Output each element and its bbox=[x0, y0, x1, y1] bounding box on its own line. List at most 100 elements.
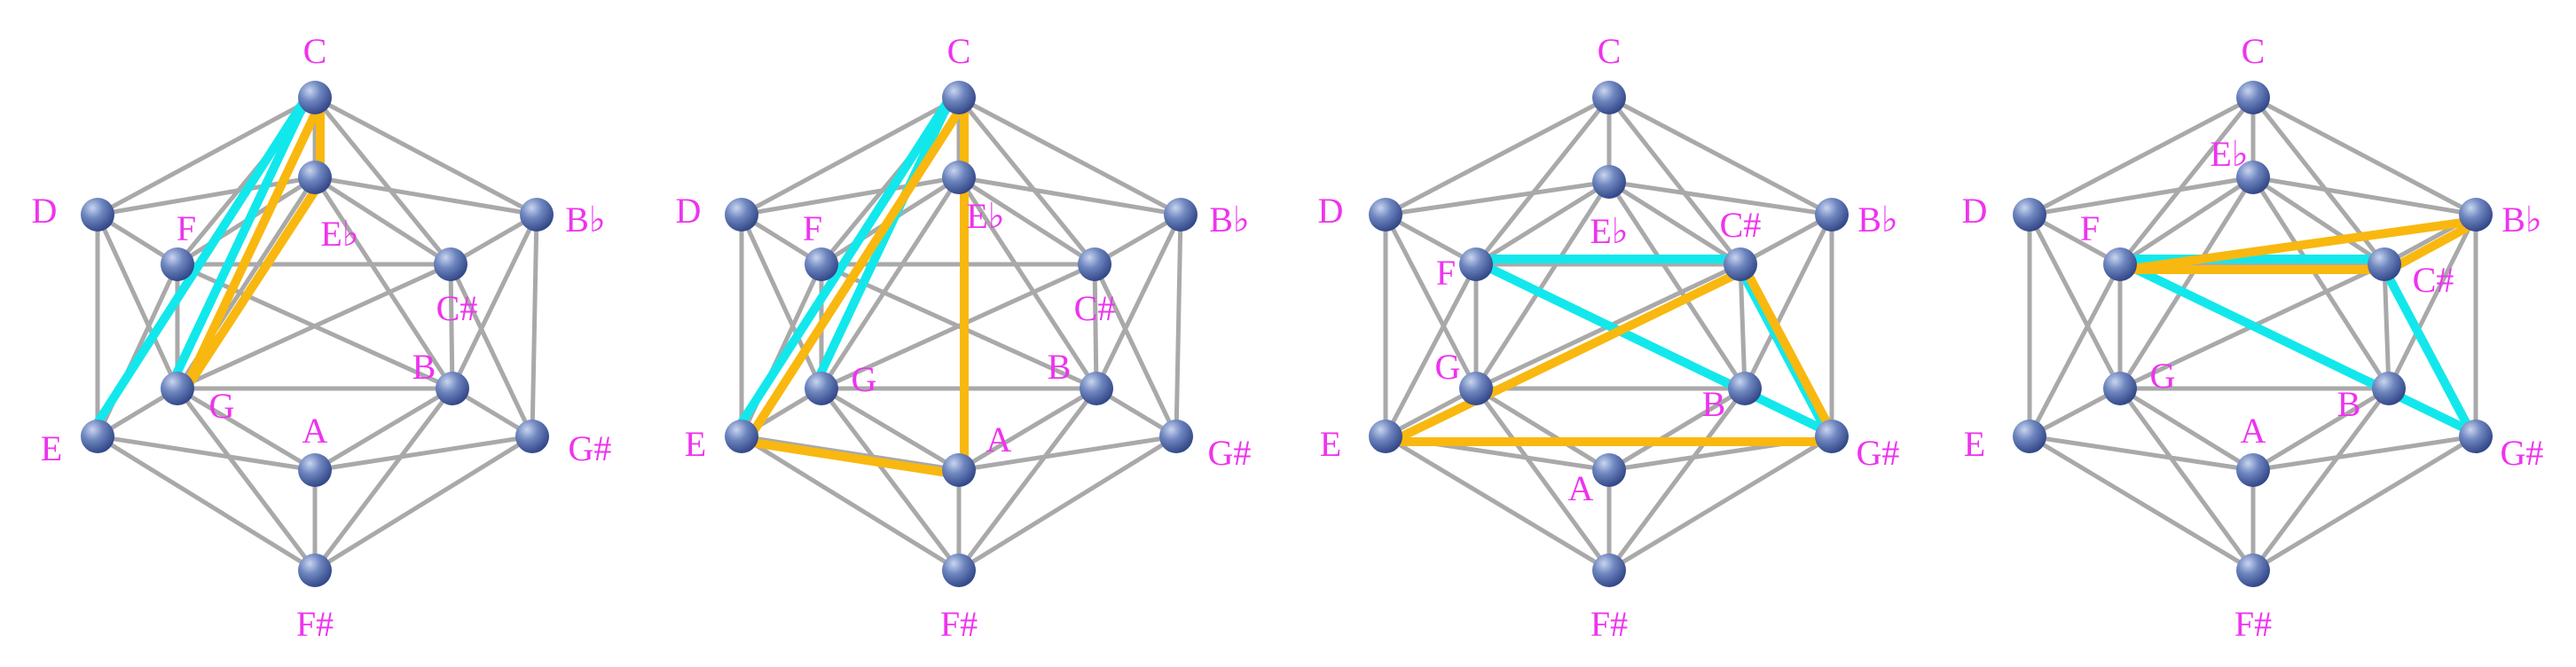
edge-C-Bb bbox=[956, 95, 1183, 217]
edge-Bb-Eb bbox=[312, 175, 539, 217]
edge-Cs-B bbox=[1738, 262, 1747, 391]
edge-E-A bbox=[2027, 434, 2256, 473]
node-label-F: F bbox=[2080, 208, 2100, 248]
node-label-Eb: E♭ bbox=[320, 214, 358, 254]
node-label-E: E bbox=[1320, 424, 1341, 464]
node-label-Cs: C# bbox=[1074, 288, 1116, 328]
node-label-Fs: F# bbox=[940, 604, 978, 644]
node-G bbox=[1459, 372, 1493, 405]
cyan-line-F-Gs bbox=[1466, 255, 1831, 436]
node-label-B: B bbox=[2337, 384, 2361, 424]
edge-G-Fs bbox=[175, 386, 318, 573]
node-label-Cs: C# bbox=[436, 288, 478, 328]
node-label-C: C bbox=[2242, 31, 2266, 71]
node-label-Bb: B♭ bbox=[565, 200, 606, 239]
node-label-F: F bbox=[1436, 253, 1456, 293]
node-G bbox=[805, 372, 838, 405]
node-label-Gs: G# bbox=[1857, 433, 1900, 473]
edge-C-D bbox=[2027, 95, 2256, 217]
edge-D-G bbox=[2027, 212, 2123, 391]
edge-D-F bbox=[2027, 212, 2123, 267]
node-Eb bbox=[298, 161, 332, 194]
node-Gs bbox=[1815, 420, 1849, 453]
node-Cs bbox=[1078, 247, 1111, 281]
edge-Bb-Eb bbox=[956, 175, 1183, 217]
node-Cs bbox=[2368, 247, 2401, 281]
node-Bb bbox=[520, 198, 554, 231]
node-Fs bbox=[2236, 553, 2270, 587]
node-label-B: B bbox=[1702, 384, 1726, 424]
node-B bbox=[436, 372, 469, 405]
edge-Gs-Cs bbox=[448, 262, 535, 439]
node-F bbox=[805, 247, 838, 281]
edge-D-Eb bbox=[1383, 179, 1612, 217]
node-label-C: C bbox=[303, 31, 327, 71]
edge-Gs-A bbox=[2250, 434, 2478, 473]
edge-D-G bbox=[95, 212, 180, 391]
node-label-Bb: B♭ bbox=[1209, 200, 1250, 239]
node-Fs bbox=[942, 553, 976, 587]
node-Eb bbox=[2236, 161, 2270, 194]
edge-Cs-G bbox=[175, 262, 453, 391]
node-G bbox=[2103, 372, 2137, 405]
edge-Gs-Fs bbox=[956, 434, 1179, 573]
node-Gs bbox=[515, 420, 549, 453]
edge-Bb-Gs bbox=[530, 212, 539, 439]
node-C bbox=[1592, 81, 1626, 114]
edge-Bb-Eb bbox=[1606, 179, 1834, 217]
edge-group bbox=[1383, 95, 1834, 573]
node-label-Bb: B♭ bbox=[2501, 200, 2542, 239]
node-Eb bbox=[1592, 165, 1626, 199]
edge-Bb-B bbox=[1094, 212, 1183, 391]
edge-C-Cs bbox=[1606, 95, 1743, 267]
edge-Gs-A bbox=[312, 434, 535, 473]
edge-E-Fs bbox=[2027, 434, 2256, 573]
edge-C-D bbox=[95, 95, 318, 217]
node-B bbox=[1080, 372, 1113, 405]
edge-E-F bbox=[1383, 262, 1479, 439]
node-D bbox=[1369, 198, 1402, 231]
node-E bbox=[1369, 420, 1402, 453]
edge-Bb-Gs bbox=[1174, 212, 1183, 439]
edge-Eb-Cs bbox=[1606, 179, 1743, 267]
node-F bbox=[2103, 247, 2137, 281]
edge-D-Eb bbox=[739, 175, 962, 217]
edge-F-Eb bbox=[2117, 175, 2256, 267]
node-C bbox=[2236, 81, 2270, 114]
node-label-Gs: G# bbox=[569, 428, 612, 468]
edge-D-G bbox=[1383, 212, 1479, 391]
node-A bbox=[2236, 453, 2270, 487]
node-label-Eb: E♭ bbox=[966, 196, 1004, 236]
node-Bb bbox=[1164, 198, 1198, 231]
edge-E-Fs bbox=[1383, 434, 1612, 573]
orange-line-Eb-G bbox=[178, 178, 325, 398]
node-Cs bbox=[1724, 247, 1757, 281]
edge-B-Fs bbox=[312, 386, 455, 573]
edge-G-Fs bbox=[819, 386, 962, 573]
orange-line-Cs-Gs bbox=[1741, 265, 1842, 446]
edge-B-A bbox=[956, 386, 1099, 473]
node-label-C: C bbox=[1598, 31, 1622, 71]
node-label-F: F bbox=[177, 208, 196, 248]
edge-G-A bbox=[175, 386, 318, 473]
edge-G-Fs bbox=[2117, 386, 2256, 573]
edge-C-D bbox=[1383, 95, 1612, 217]
node-Gs bbox=[2459, 420, 2493, 453]
edge-Cs-B bbox=[448, 262, 455, 391]
node-label-Gs: G# bbox=[2501, 433, 2544, 473]
edge-Bb-Cs bbox=[1738, 212, 1834, 267]
edge-G-Fs bbox=[1473, 386, 1612, 573]
edge-Cs-G bbox=[819, 262, 1097, 391]
edge-Eb-B bbox=[1606, 179, 1747, 391]
node-label-Fs: F# bbox=[1590, 604, 1628, 644]
node-label-G: G bbox=[209, 386, 235, 426]
node-label-D: D bbox=[676, 191, 702, 231]
edge-G-A bbox=[819, 386, 962, 473]
edge-C-Bb bbox=[312, 95, 539, 217]
cyan-line-C-E bbox=[732, 88, 958, 436]
